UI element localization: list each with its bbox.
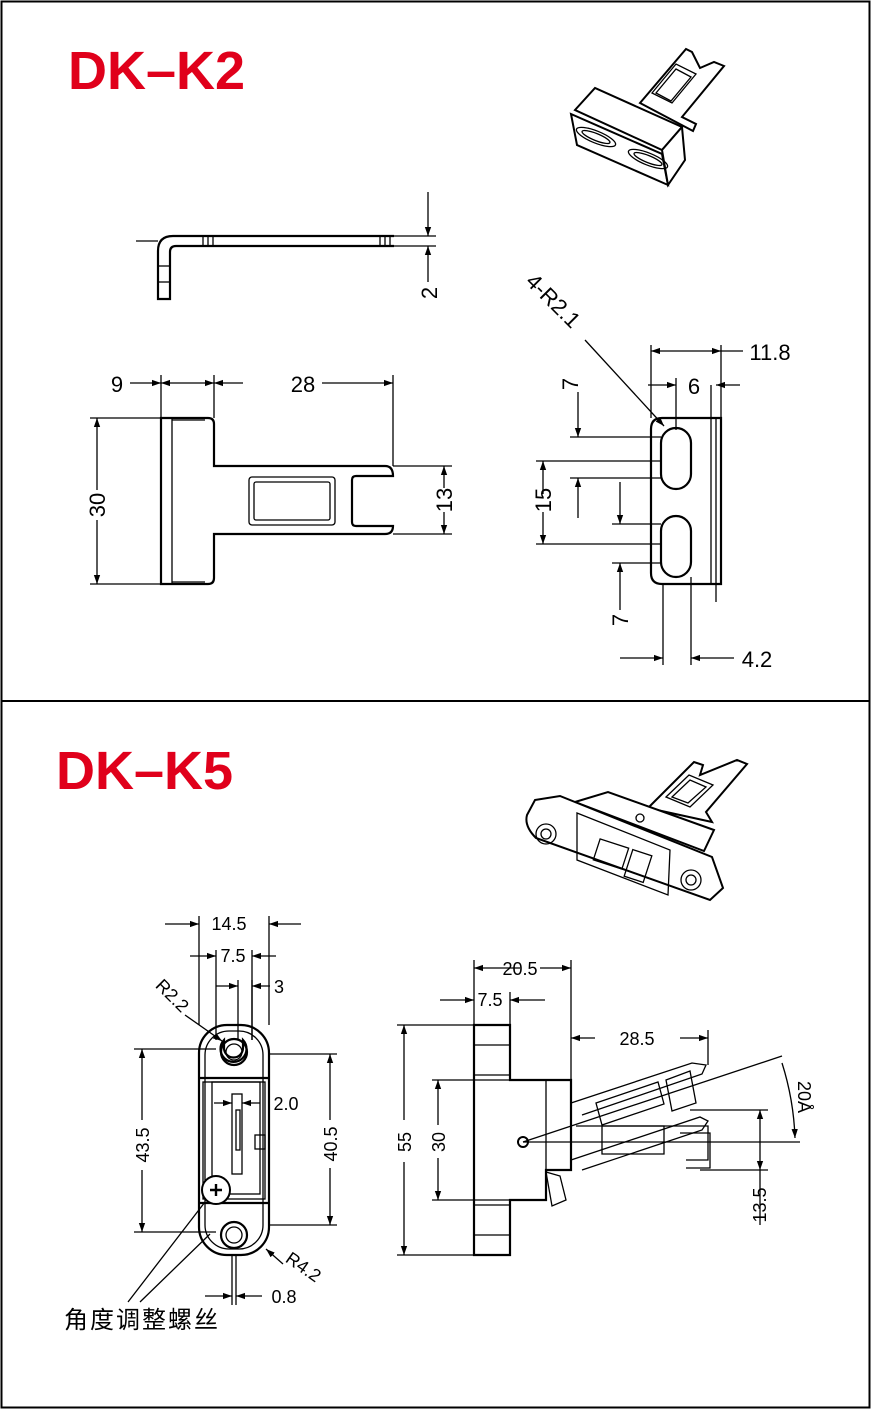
- k5-front-view: 14.5 7.5 3 R2.2 2.0 43.5: [64, 914, 341, 1334]
- k5-title: DK–K5: [56, 741, 233, 801]
- k5-side-view: 20.5 7.5 28.5 55 30: [395, 959, 814, 1257]
- k2-isometric-view: [569, 47, 726, 188]
- k5-dim-7-5: 7.5: [220, 946, 245, 966]
- k5-dim-2-0: 2.0: [273, 1094, 298, 1114]
- k2-side-view: 2: [136, 192, 442, 301]
- k5-dim-28-5: 28.5: [619, 1029, 654, 1049]
- k2-dim-6: 6: [688, 374, 700, 399]
- k2-front-view: 9 28 30 13: [85, 372, 457, 586]
- k5-note-angle-adjust-screw: 角度调整螺丝: [64, 1306, 220, 1334]
- k2-dim-2: 2: [417, 287, 442, 299]
- k5-dim-40-5: 40.5: [321, 1126, 341, 1161]
- k2-dim-15: 15: [531, 488, 556, 512]
- k2-dim-11-8: 11.8: [749, 340, 790, 365]
- k5-dim-55: 55: [395, 1132, 415, 1152]
- k2-dim-13: 13: [432, 488, 457, 512]
- k2-dim-radius: 4-R2.1: [521, 269, 585, 333]
- k5-dim-r4-2: R4.2: [282, 1248, 325, 1286]
- k5-dim-30: 30: [429, 1132, 449, 1152]
- k5-dim-43-5: 43.5: [133, 1127, 153, 1162]
- k5-dim-0-8: 0.8: [271, 1287, 296, 1307]
- k2-dim-9: 9: [111, 372, 123, 397]
- k5-isometric-view: [525, 758, 749, 902]
- k5-dim-20-angle: 20Å: [794, 1081, 814, 1113]
- k2-dim-28: 28: [291, 372, 315, 397]
- k2-dim-4-2: 4.2: [742, 647, 773, 672]
- k2-dim-7-bottom: 7: [608, 614, 633, 626]
- k5-dim-7-5-side: 7.5: [477, 990, 502, 1010]
- k5-dim-3: 3: [274, 977, 284, 997]
- section-dk-k5: DK–K5: [56, 741, 814, 1334]
- k2-title: DK–K2: [68, 41, 245, 101]
- k2-dim-30: 30: [85, 493, 110, 517]
- k2-dim-7-top: 7: [558, 378, 583, 390]
- k5-dim-13-5: 13.5: [750, 1187, 770, 1222]
- section-dk-k2: DK–K2: [68, 41, 791, 672]
- k5-dim-14-5: 14.5: [211, 914, 246, 934]
- k2-end-view: 4-R2.1 11.8 6 7 15: [521, 269, 790, 672]
- k5-dim-20-5: 20.5: [502, 959, 537, 979]
- k5-dim-r2-2: R2.2: [152, 975, 193, 1016]
